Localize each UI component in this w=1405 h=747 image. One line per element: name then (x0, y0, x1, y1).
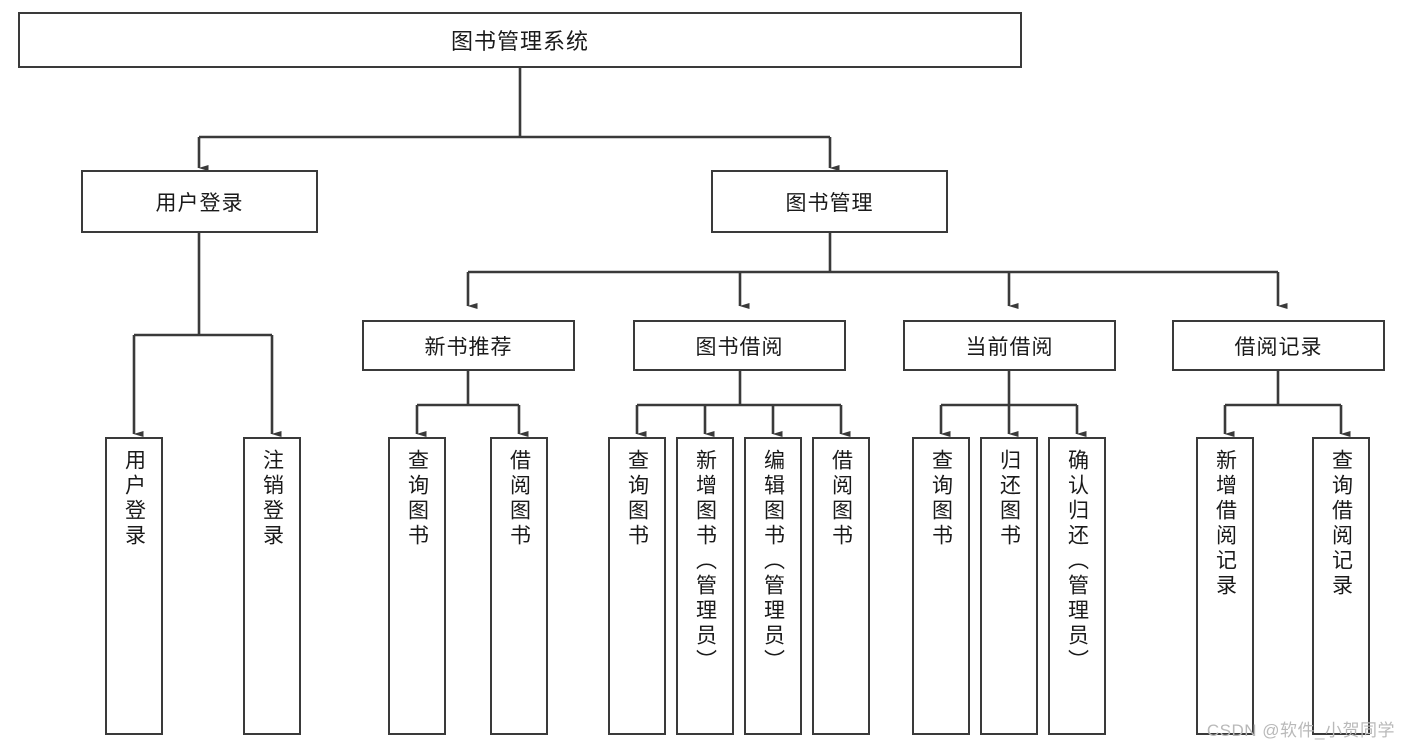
node-label: 用户登录 (155, 191, 244, 215)
node-new-book-recommend[interactable]: 新书推荐 (362, 320, 575, 371)
node-label: 查询图书 (405, 449, 429, 549)
node-label: 查询借阅记录 (1329, 449, 1353, 599)
node-user-login[interactable]: 用户登录 (81, 170, 318, 233)
leaf-record-add-record[interactable]: 新增借阅记录 (1196, 437, 1254, 735)
node-label: 查询图书 (625, 449, 649, 549)
node-label: 借阅图书 (507, 449, 531, 549)
node-label: 新书推荐 (424, 335, 513, 359)
leaf-borrow-query-book[interactable]: 查询图书 (608, 437, 666, 735)
node-borrow-record[interactable]: 借阅记录 (1172, 320, 1385, 371)
node-label: 注销登录 (260, 449, 284, 549)
node-label: 用户登录 (122, 449, 146, 549)
leaf-current-confirm-return-admin[interactable]: 确认归还（管理员） (1048, 437, 1106, 735)
leaf-current-query-book[interactable]: 查询图书 (912, 437, 970, 735)
node-label: 借阅记录 (1234, 335, 1323, 359)
leaf-record-query-record[interactable]: 查询借阅记录 (1312, 437, 1370, 735)
node-label: 查询图书 (929, 449, 953, 549)
leaf-recommend-query-book[interactable]: 查询图书 (388, 437, 446, 735)
node-label: 编辑图书（管理员） (761, 449, 785, 674)
node-label: 新增图书（管理员） (693, 449, 717, 674)
leaf-borrow-borrow-book[interactable]: 借阅图书 (812, 437, 870, 735)
node-current-borrow[interactable]: 当前借阅 (903, 320, 1116, 371)
leaf-borrow-add-book-admin[interactable]: 新增图书（管理员） (676, 437, 734, 735)
node-label: 图书借阅 (695, 335, 784, 359)
node-book-management[interactable]: 图书管理 (711, 170, 948, 233)
node-label: 新增借阅记录 (1213, 449, 1237, 599)
node-root-system[interactable]: 图书管理系统 (18, 12, 1022, 68)
node-label: 确认归还（管理员） (1065, 449, 1089, 674)
node-label: 图书管理系统 (450, 29, 589, 54)
node-label: 归还图书 (997, 449, 1021, 549)
leaf-recommend-borrow-book[interactable]: 借阅图书 (490, 437, 548, 735)
node-book-borrow[interactable]: 图书借阅 (633, 320, 846, 371)
node-label: 借阅图书 (829, 449, 853, 549)
leaf-current-return-book[interactable]: 归还图书 (980, 437, 1038, 735)
node-label: 当前借阅 (965, 335, 1054, 359)
leaf-user-login-login[interactable]: 用户登录 (105, 437, 163, 735)
node-label: 图书管理 (785, 191, 874, 215)
leaf-user-login-logout[interactable]: 注销登录 (243, 437, 301, 735)
leaf-borrow-edit-book-admin[interactable]: 编辑图书（管理员） (744, 437, 802, 735)
csdn-watermark: CSDN @软件_小贺同学 (1206, 721, 1395, 740)
